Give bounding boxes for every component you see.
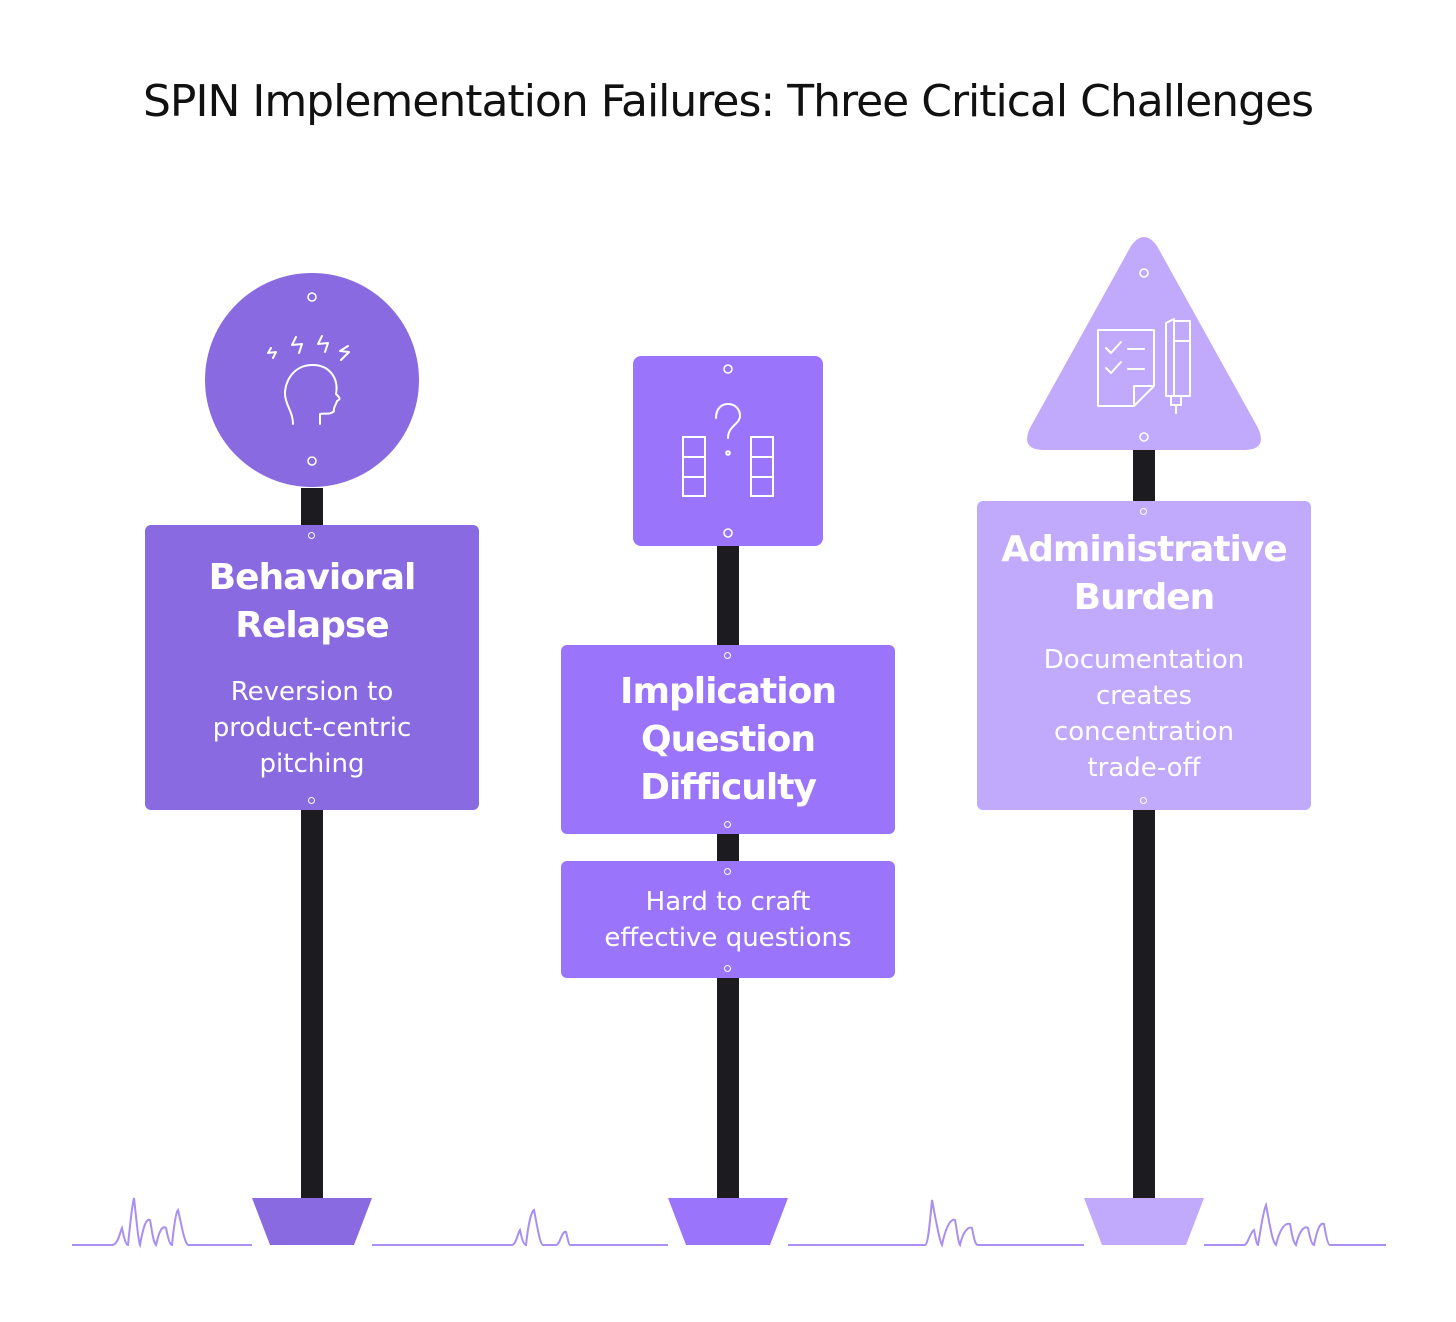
sign-hole	[307, 456, 317, 466]
heading-line: Administrative	[1001, 528, 1288, 570]
sign-hole	[308, 797, 315, 804]
heading-line: Question	[641, 718, 816, 760]
sign-hole	[724, 821, 731, 828]
sign-hole	[1139, 432, 1149, 442]
sign-hole	[307, 292, 317, 302]
sign-hole	[723, 364, 733, 374]
checklist-and-pen-icon	[1097, 318, 1191, 414]
sign-hole	[724, 868, 731, 875]
challenge-panel-behavioral-relapse: Behavioral Relapse Reversion to product-…	[145, 525, 479, 810]
top-sign-circle	[205, 273, 419, 487]
description-line: creates	[1095, 680, 1193, 711]
description-line: Documentation	[1043, 644, 1245, 675]
heading-line: Implication	[620, 670, 837, 712]
top-sign-triangle	[1027, 237, 1261, 450]
question-between-columns-icon	[682, 402, 774, 497]
pole-base-1	[252, 1198, 372, 1245]
pole-base-3	[1084, 1198, 1204, 1245]
heading-line: Behavioral	[208, 556, 417, 598]
heading-line: Difficulty	[640, 766, 817, 808]
heading-line: Burden	[1073, 576, 1216, 618]
description-line: pitching	[259, 748, 365, 779]
sign-hole	[308, 532, 315, 539]
challenge-heading: Implication Question Difficulty	[620, 668, 837, 812]
sign-hole	[1140, 797, 1147, 804]
ground-line	[72, 1197, 1386, 1249]
description-line: Hard to craft	[645, 886, 811, 917]
challenge-heading: Administrative Burden	[1001, 526, 1288, 622]
sign-hole	[723, 528, 733, 538]
description-line: effective questions	[604, 922, 852, 953]
description-line: trade-off	[1087, 752, 1201, 783]
stressed-head-icon	[267, 335, 350, 425]
challenge-description: Documentation creates concentration trad…	[1044, 642, 1244, 786]
description-line: Reversion to	[230, 676, 394, 707]
challenge-description-panel: Hard to craft effective questions	[561, 861, 895, 978]
challenge-heading: Behavioral Relapse	[208, 554, 417, 650]
challenge-panel-administrative-burden: Administrative Burden Documentation crea…	[977, 501, 1311, 810]
sign-hole	[1140, 508, 1147, 515]
pole-base-2	[668, 1198, 788, 1245]
page-title: SPIN Implementation Failures: Three Crit…	[143, 76, 1314, 127]
challenge-description: Hard to craft effective questions	[604, 884, 851, 956]
heading-line: Relapse	[235, 604, 389, 646]
sign-hole	[724, 652, 731, 659]
challenge-description: Reversion to product-centric pitching	[213, 674, 412, 782]
sign-hole	[1139, 268, 1149, 278]
sign-hole	[724, 965, 731, 972]
description-line: concentration	[1053, 716, 1235, 747]
description-line: product-centric	[212, 712, 412, 743]
challenge-panel-implication-question-difficulty: Implication Question Difficulty	[561, 645, 895, 834]
